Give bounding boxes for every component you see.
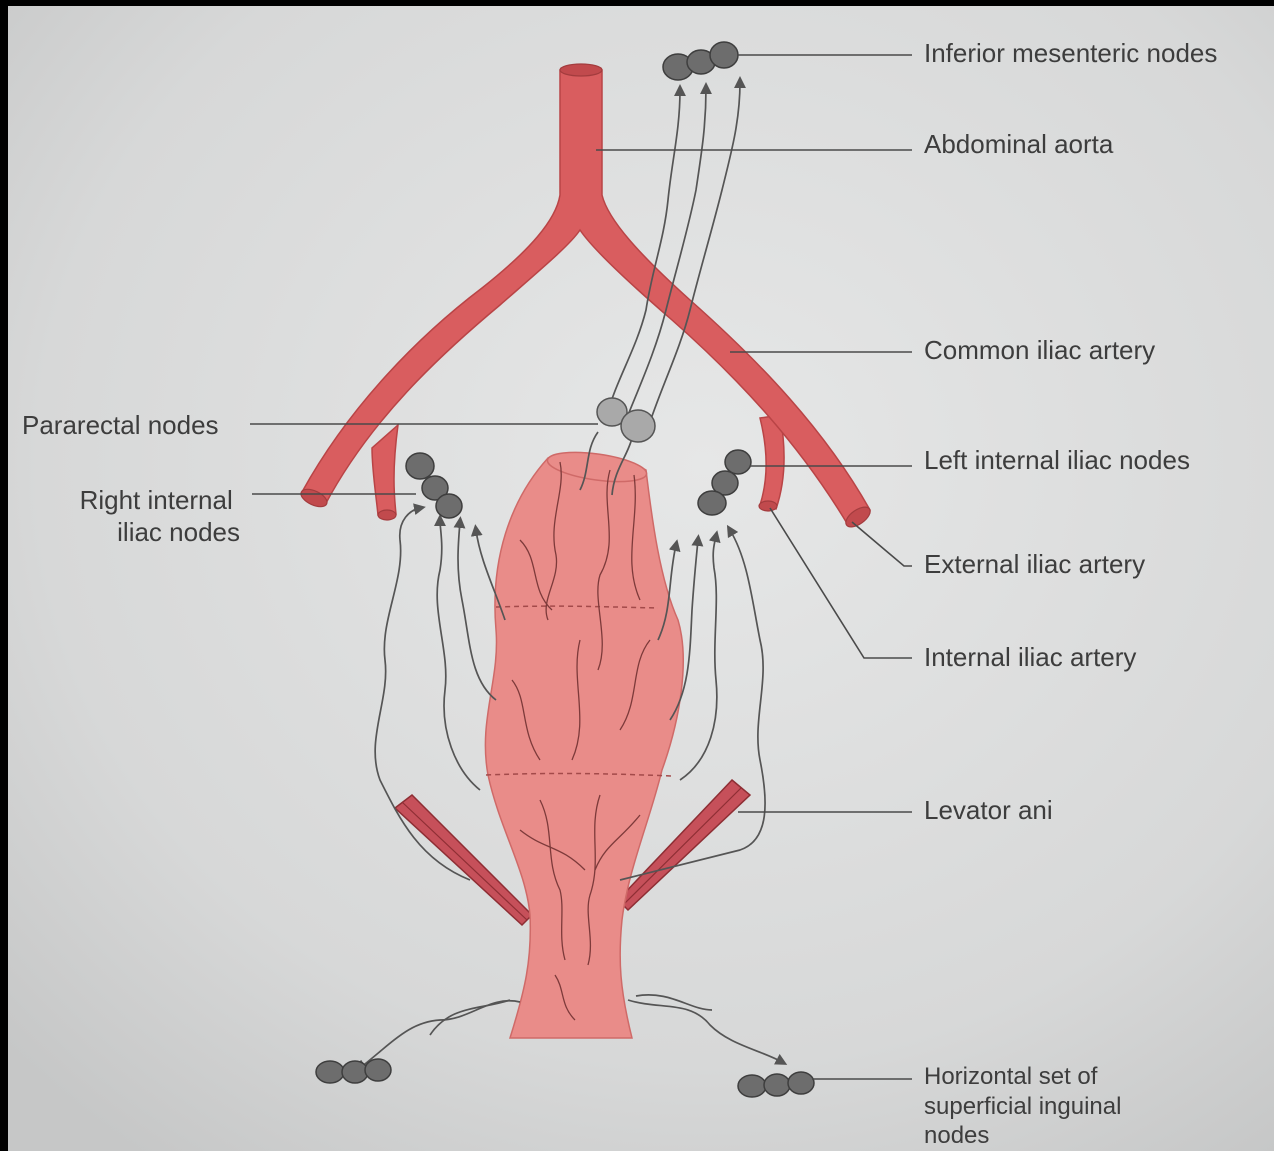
label-external-iliac-artery: External iliac artery <box>924 549 1145 579</box>
label-left-internal-iliac-nodes: Left internal iliac nodes <box>924 445 1190 475</box>
label-right-internal-iliac-nodes-line-1: Right internal <box>80 485 233 515</box>
label-abdominal-aorta: Abdominal aorta <box>924 129 1114 159</box>
aorta-top <box>560 64 602 76</box>
label-horizontal-line-1: Horizontal set of <box>924 1063 1098 1090</box>
label-right-internal-iliac-nodes-line-2: iliac nodes <box>117 517 240 547</box>
label-horizontal-line-2: superficial inguinal <box>924 1093 1121 1120</box>
label-common-iliac-artery: Common iliac artery <box>924 335 1155 365</box>
label-horizontal-line-3: nodes <box>924 1122 989 1149</box>
label-pararectal-nodes: Pararectal nodes <box>22 410 219 440</box>
label-levator-ani: Levator ani <box>924 795 1053 825</box>
label-internal-iliac-artery: Internal iliac artery <box>924 642 1136 672</box>
label-inferior-mesenteric-nodes: Inferior mesenteric nodes <box>924 38 1217 68</box>
left-superficial-inguinal-nodes <box>738 1072 814 1097</box>
right-superficial-inguinal-nodes <box>316 1059 391 1083</box>
